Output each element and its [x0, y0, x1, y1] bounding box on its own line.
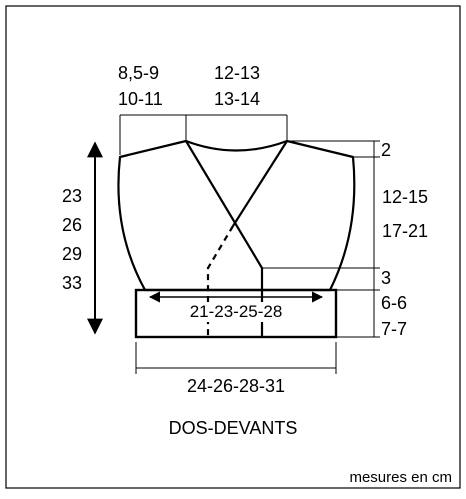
units-note: mesures en cm [349, 469, 452, 486]
neck-width-label: 12-13 13-14 [214, 60, 260, 112]
armhole-line-1: 12-15 [382, 187, 429, 207]
shoulder-slope-label: 2 [381, 140, 392, 160]
waist-band [134, 288, 338, 339]
inner-width-label: 21-23-25-28 [188, 302, 284, 322]
overlap-label: 3 [381, 268, 392, 288]
height-size-1: 23 [62, 186, 83, 206]
band-line-2: 7-7 [381, 319, 408, 339]
front-edge-right-upper [232, 140, 288, 227]
shoulder-width-line-2: 10-11 [118, 89, 163, 109]
height-size-2: 26 [62, 215, 83, 235]
neck-width-line-2: 13-14 [214, 89, 261, 109]
height-size-4: 33 [62, 273, 83, 293]
shoulder-width-line-1: 8,5-9 [118, 63, 160, 83]
neck-width-line-1: 12-13 [214, 63, 261, 83]
total-width-label: 24-26-28-31 [186, 376, 286, 396]
armhole-label: 12-15 17-21 [382, 180, 428, 248]
band-label: 6-6 7-7 [381, 290, 407, 342]
height-size-3: 29 [62, 244, 83, 264]
diagram-title: DOS-DEVANTS [168, 418, 298, 438]
band-line-1: 6-6 [381, 293, 408, 313]
armhole-line-2: 17-21 [382, 221, 429, 241]
height-label: 23 26 29 33 [62, 182, 82, 298]
page-border [5, 5, 461, 489]
body-outline [117, 139, 356, 292]
front-edge-right-hidden [206, 225, 234, 337]
shoulder-width-label: 8,5-9 10-11 [118, 60, 163, 112]
